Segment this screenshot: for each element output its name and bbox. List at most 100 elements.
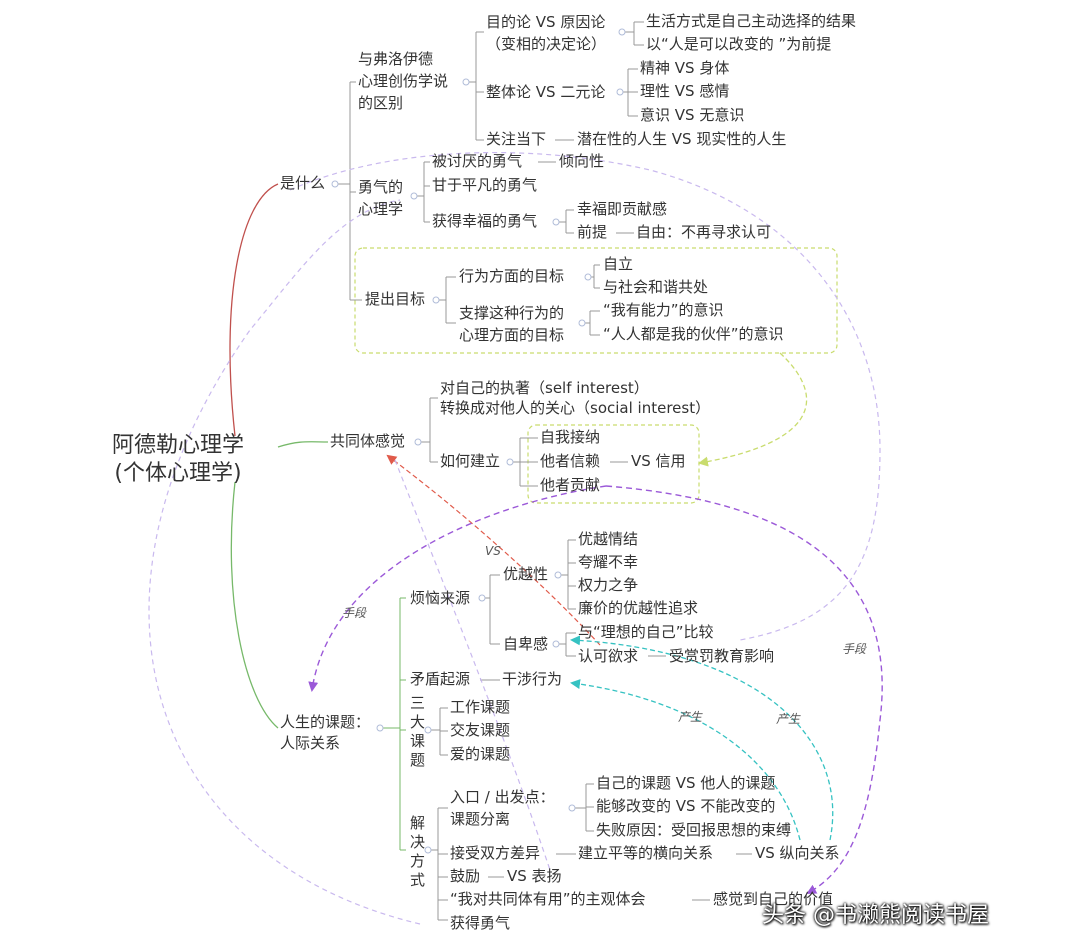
node-courage-l1: 勇气的 [358, 178, 404, 196]
conn-happy [556, 209, 574, 234]
conn-holism [620, 68, 638, 117]
node-cheap[interactable]: 廉价的优越性追求 [578, 599, 699, 617]
node-solution[interactable]: 解 决 方 式 [410, 814, 425, 890]
node-premise[interactable]: 前提 [577, 223, 608, 241]
node-useful[interactable]: “我对共同体有用”的主观体会 [450, 890, 646, 908]
node-interfere[interactable]: 干涉行为 [502, 670, 563, 688]
rel-lavender-top [289, 151, 881, 641]
conn-how [510, 437, 538, 487]
node-friend[interactable]: 交友课题 [450, 721, 511, 739]
node-present[interactable]: 关注当下 [486, 130, 547, 148]
node-horizontal[interactable]: 建立平等的横向关系 [578, 844, 714, 862]
node-encourage[interactable]: 鼓励 [450, 867, 481, 885]
conn-community [418, 397, 438, 463]
node-worth[interactable]: 感觉到自己的价值 [713, 890, 834, 908]
node-boast[interactable]: 夸耀不幸 [578, 553, 639, 571]
node-inferiority[interactable]: 自卑感 [503, 635, 549, 653]
node-behavior[interactable]: 行为方面的目标 [459, 267, 565, 285]
conn-courage [414, 161, 430, 223]
node-what[interactable]: 是什么 [280, 174, 326, 192]
node-capable[interactable]: “我有能力”的意识 [603, 301, 724, 319]
node-courage[interactable]: 勇气的 心理学 [358, 176, 403, 220]
node-accept[interactable]: 接受双方差异 [450, 844, 541, 862]
node-contribution[interactable]: 幸福即贡献感 [577, 200, 668, 218]
node-freud-l3: 的区别 [358, 94, 404, 112]
node-conscious[interactable]: 意识 VS 无意识 [640, 106, 745, 124]
node-sup-complex[interactable]: 优越情结 [578, 530, 639, 548]
conn-three [428, 707, 448, 756]
dot [568, 804, 576, 812]
root-topic[interactable]: 阿德勒心理学 (个体心理学) [112, 432, 244, 488]
node-vertical[interactable]: VS 纵向关系 [755, 844, 840, 862]
branch-community [277, 441, 329, 448]
conn-separation [572, 783, 594, 832]
edge-label-produce-2: 产生 [776, 712, 801, 726]
node-love[interactable]: 爱的课题 [450, 745, 511, 763]
node-gain[interactable]: 获得勇气 [450, 914, 511, 932]
conn-freud [466, 31, 484, 141]
dot [410, 192, 418, 200]
node-mind-body[interactable]: 精神 VS 身体 [640, 59, 730, 77]
node-freedom[interactable]: 自由：不再寻求认可 [636, 223, 772, 241]
node-separation[interactable]: 入口 / 出发点： 课题分离 [450, 786, 555, 830]
node-self-accept[interactable]: 自我接纳 [540, 428, 601, 446]
node-trouble[interactable]: 烦恼来源 [410, 589, 471, 607]
node-power[interactable]: 权力之争 [578, 576, 639, 594]
node-contribute[interactable]: 他者贡献 [540, 476, 601, 494]
node-teleology-l2: （变相的决定论） [486, 35, 607, 53]
node-lifestyle[interactable]: 生活方式是自己主动选择的结果 [646, 12, 857, 30]
node-changeable[interactable]: 以“人是可以改变的 ”为前提 [646, 35, 832, 53]
node-three-c1: 三 [410, 694, 426, 712]
root-line2: (个体心理学) [114, 461, 242, 486]
conn-inferiority [556, 632, 576, 657]
node-disliked[interactable]: 被讨厌的勇气 [432, 152, 523, 170]
dot [554, 571, 562, 579]
rel-vs-arrow [386, 454, 601, 646]
node-freud[interactable]: 与弗洛伊德 心理创伤学说 的区别 [358, 48, 448, 114]
node-ideal[interactable]: 与“理想的自己”比较 [578, 623, 714, 641]
node-teleology[interactable]: 目的论 VS 原因论 （变相的决定论） [486, 11, 606, 55]
dot [552, 218, 560, 226]
node-approval[interactable]: 认可欲求 [578, 647, 639, 665]
node-ordinary[interactable]: 甘于平凡的勇气 [432, 176, 538, 194]
node-tasks-l2: 人际关系 [280, 734, 341, 752]
node-own-task[interactable]: 自己的课题 VS 他人的课题 [596, 774, 776, 792]
node-can-change[interactable]: 能够改变的 VS 不能改变的 [596, 797, 776, 815]
node-goals[interactable]: 提出目标 [365, 290, 426, 308]
node-self-interest[interactable]: 对自己的执著（self interest） [440, 379, 649, 397]
rel-lavender-left [148, 199, 421, 925]
node-companions[interactable]: “人人都是我的伙伴”的意识 [603, 325, 784, 343]
dot [432, 296, 440, 304]
node-tendency[interactable]: 倾向性 [559, 152, 605, 170]
node-superiority[interactable]: 优越性 [503, 565, 549, 583]
branch-tasks [230, 481, 279, 729]
node-happy[interactable]: 获得幸福的勇气 [432, 212, 538, 230]
node-how[interactable]: 如何建立 [440, 452, 501, 470]
node-independence[interactable]: 自立 [603, 255, 634, 273]
node-work[interactable]: 工作课题 [450, 698, 511, 716]
node-praise[interactable]: VS 表扬 [507, 867, 562, 885]
node-tasks[interactable]: 人生的课题： 人际关系 [280, 712, 370, 754]
node-three-c2: 大 [410, 713, 426, 731]
node-psych-l1: 支撑这种行为的 [459, 304, 565, 322]
node-psych[interactable]: 支撑这种行为的 心理方面的目标 [459, 302, 564, 346]
rel-means-left [308, 485, 607, 692]
node-three-c3: 课 [410, 732, 426, 750]
rel-lavender-mid [394, 459, 551, 871]
node-potential-life[interactable]: 潜在性的人生 VS 现实性的人生 [577, 130, 787, 148]
node-community[interactable]: 共同体感觉 [330, 432, 406, 450]
node-failure[interactable]: 失败原因：受回报思想的束缚 [596, 821, 792, 839]
node-social-interest[interactable]: 转换成对他人的关心（social interest） [440, 399, 711, 417]
node-three[interactable]: 三 大 课 题 [410, 694, 425, 770]
node-solution-c3: 方 [410, 852, 426, 870]
node-harmony[interactable]: 与社会和谐共处 [603, 278, 709, 296]
node-reward[interactable]: 受赏罚教育影响 [669, 647, 775, 665]
watermark: 头条 @书濑熊阅读书屋 [762, 903, 989, 928]
node-reason-emotion[interactable]: 理性 VS 感情 [640, 82, 730, 100]
node-trust[interactable]: 他者信赖 [540, 452, 601, 470]
node-holism[interactable]: 整体论 VS 二元论 [486, 83, 606, 101]
node-credit[interactable]: VS 信用 [631, 452, 686, 470]
node-conflict[interactable]: 矛盾起源 [410, 670, 471, 688]
